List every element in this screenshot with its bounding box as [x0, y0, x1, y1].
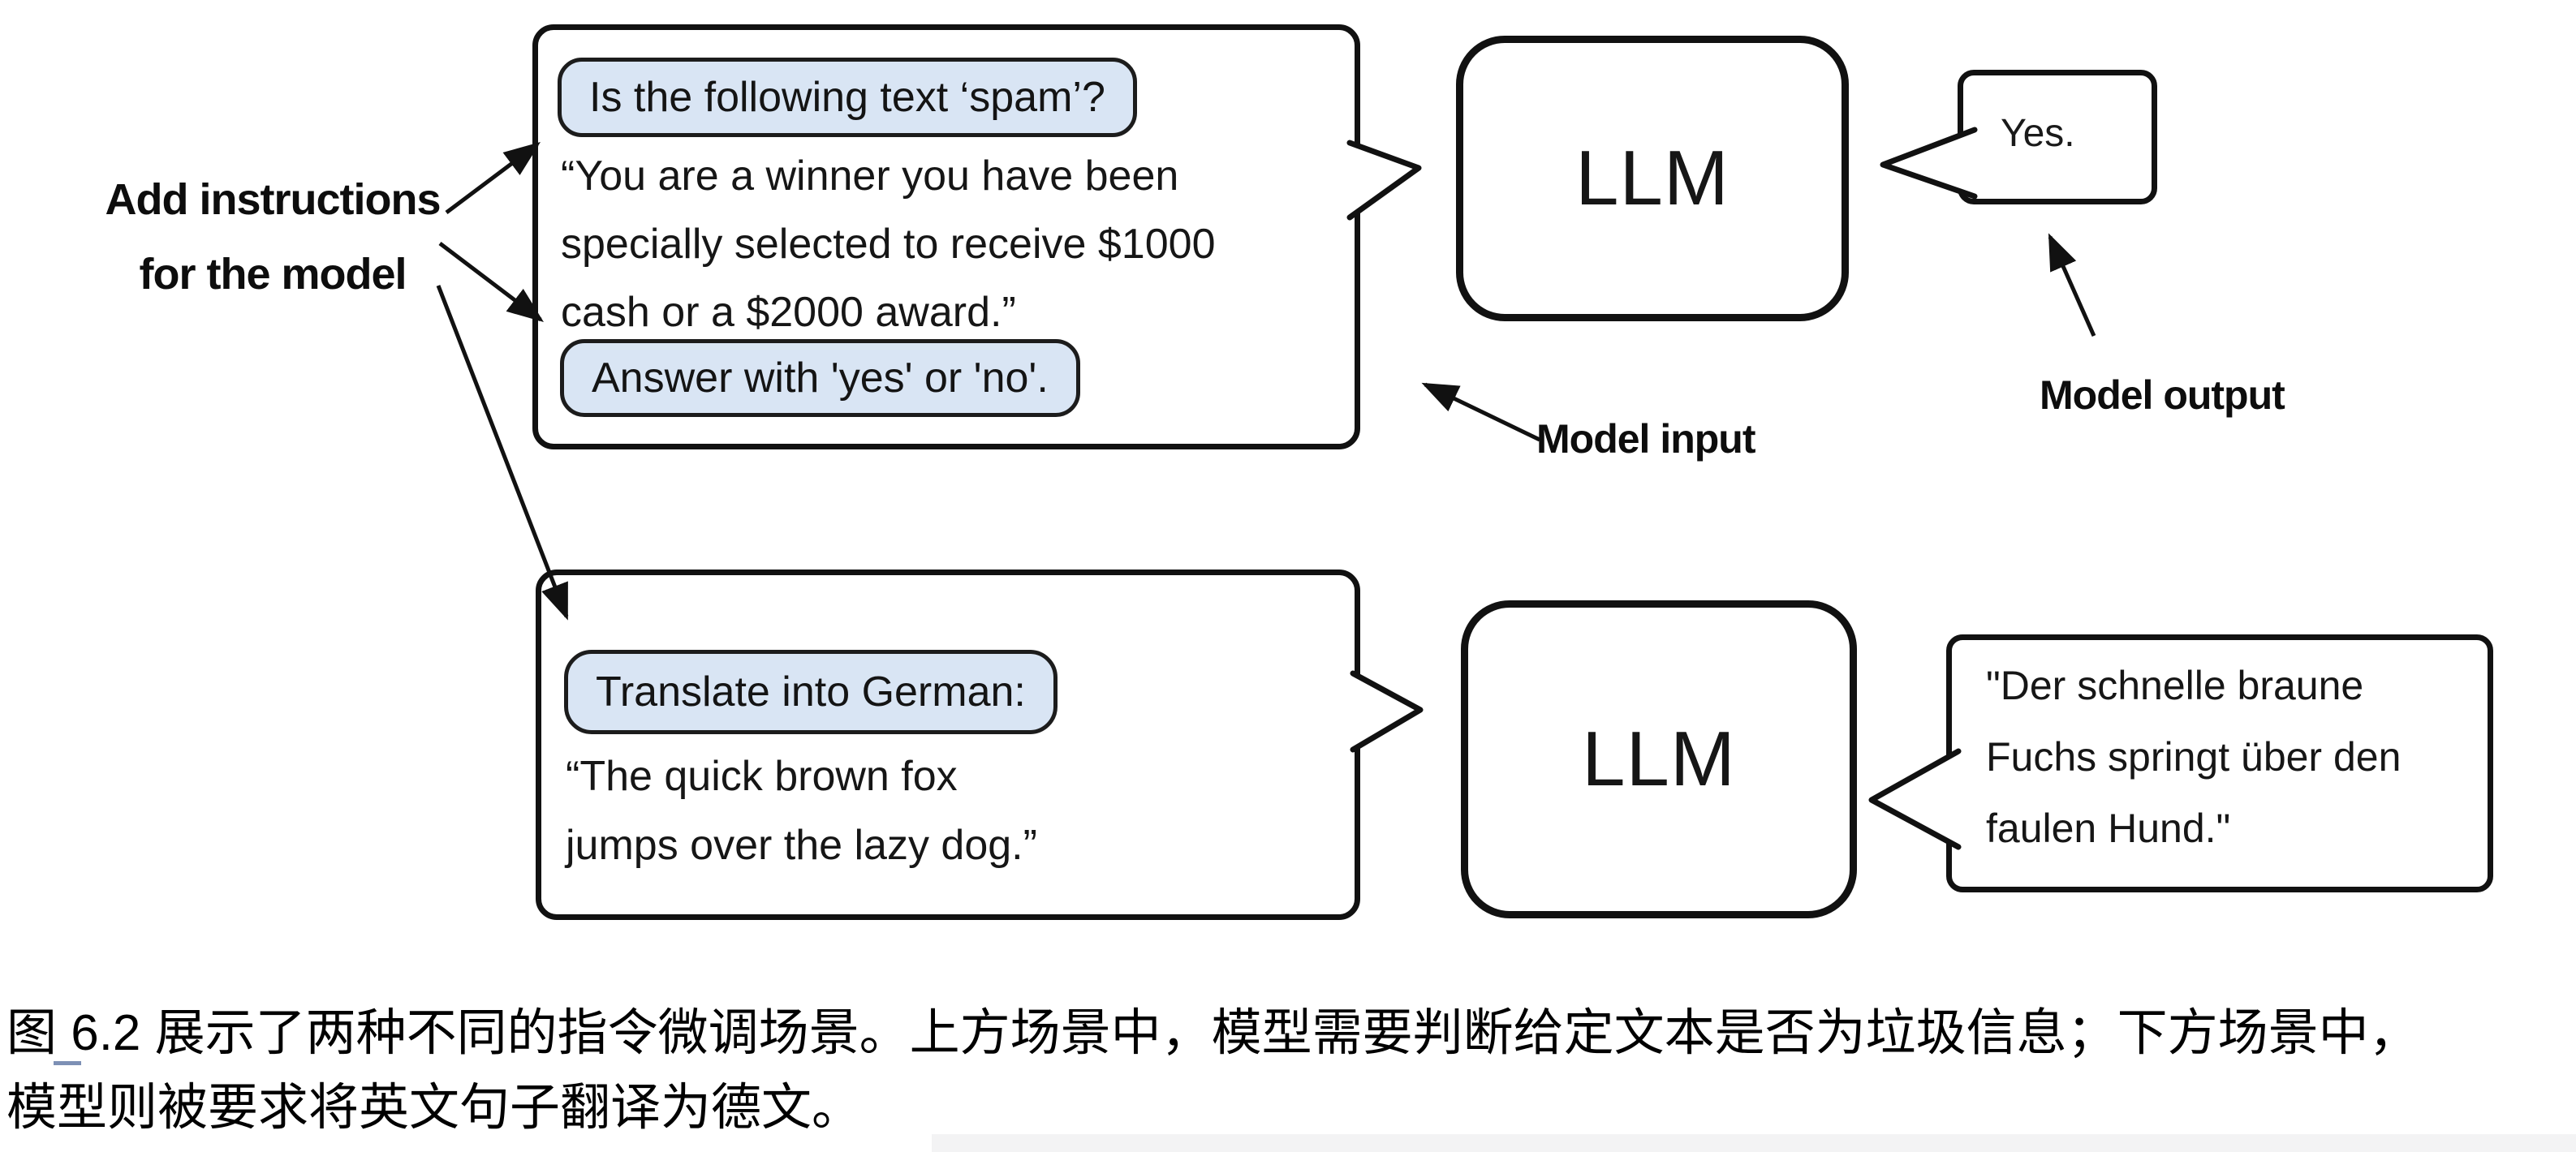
bottom-input-box-pointer	[1350, 670, 1424, 753]
model-input-label: Model input	[1536, 416, 1755, 462]
top-instruction-pill-2-label: Answer with 'yes' or 'no'.	[592, 355, 1049, 402]
top-instruction-pill-1: Is the following text ‘spam’?	[558, 58, 1137, 137]
add-instructions-line2: for the model	[139, 250, 407, 299]
top-input-body-line: cash or a $2000 award.”	[561, 289, 1016, 336]
bottom-instruction-pill: Translate into German:	[564, 650, 1058, 734]
figure-caption-line2: 模型则被要求将英文句子翻译为德文。	[6, 1080, 863, 1136]
bottom-input-body-text: “The quick brown fox jumps over the lazy…	[566, 742, 1037, 880]
model-input-annotation: Model input	[1536, 415, 1755, 462]
figure-caption: 图 6.2 展示了两种不同的指令微调场景。上方场景中，模型需要判断给定文本是否为…	[6, 996, 2571, 1146]
model-output-label: Model output	[2040, 372, 2285, 418]
bottom-input-body-line: “The quick brown fox	[566, 753, 958, 800]
bottom-model-output-bubble: "Der schnelle braune Fuchs springt über …	[1946, 634, 2493, 892]
model-output-annotation-text: Model output	[2040, 372, 2285, 419]
bottom-llm-label: LLM	[1582, 716, 1736, 802]
figure-caption-line1: 图 6.2 展示了两种不同的指令微调场景。上方场景中，模型需要判断给定文本是否为…	[6, 1005, 2419, 1061]
top-input-body-line: specially selected to receive $1000	[561, 221, 1216, 268]
bottom-output-line: "Der schnelle braune	[1986, 663, 2364, 708]
bottom-input-body-line: jumps over the lazy dog.”	[566, 822, 1037, 869]
arrow-model-input	[1421, 382, 1541, 442]
top-instruction-pill-1-label: Is the following text ‘spam’?	[589, 74, 1105, 121]
top-model-input-box: Is the following text ‘spam’? “You are a…	[532, 24, 1360, 449]
bottom-output-bubble-pointer	[1868, 748, 1962, 850]
bottom-output-line: Fuchs springt über den	[1986, 734, 2402, 780]
bottom-llm-box: LLM	[1461, 600, 1857, 918]
top-llm-label: LLM	[1575, 135, 1730, 221]
arrow-model-output	[2048, 233, 2096, 337]
top-model-output-bubble: Yes.	[1958, 70, 2157, 204]
bottom-model-input-box: Translate into German: “The quick brown …	[536, 570, 1360, 920]
top-llm-box: LLM	[1456, 36, 1849, 321]
add-instructions-annotation: Add instructions for the model	[70, 162, 476, 312]
top-input-body-text: “You are a winner you have been speciall…	[561, 142, 1215, 346]
figure-ref-underline-artifact	[54, 1061, 81, 1065]
add-instructions-line1: Add instructions	[105, 175, 442, 224]
bottom-instruction-pill-label: Translate into German:	[596, 668, 1026, 716]
bottom-model-output-text: "Der schnelle braune Fuchs springt über …	[1986, 650, 2401, 864]
top-instruction-pill-2: Answer with 'yes' or 'no'.	[560, 339, 1080, 417]
bottom-output-line: faulen Hund."	[1986, 806, 2231, 851]
top-input-body-line: “You are a winner you have been	[561, 153, 1179, 200]
page-background-strip	[932, 1134, 2576, 1152]
top-model-output-text: Yes.	[2001, 111, 2075, 155]
